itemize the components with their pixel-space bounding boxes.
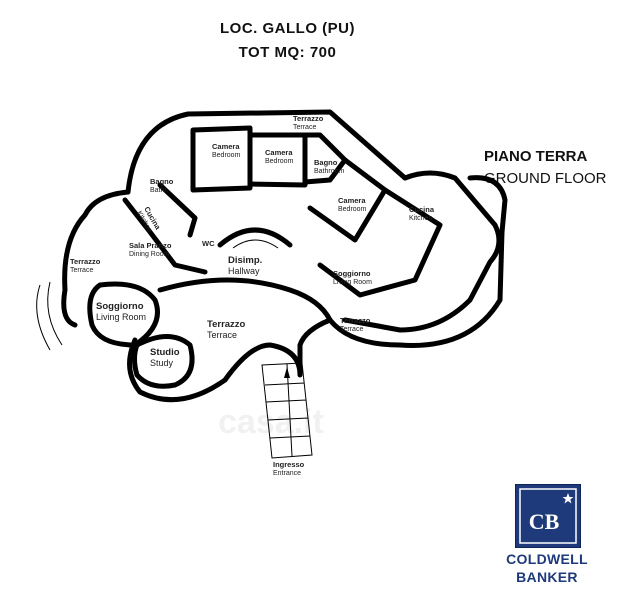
room-name-english: Bathr. — [150, 187, 169, 194]
room-name: WC — [202, 239, 215, 248]
star-icon — [562, 493, 574, 504]
total-area: TOT MQ: 700 — [238, 44, 337, 61]
room-name-english: Dining Room — [129, 251, 170, 258]
outer-wall-top — [125, 109, 408, 195]
room-name: Sala Pranzo — [129, 241, 172, 250]
entry-arrow-icon — [284, 367, 290, 378]
room-name-english: Bedroom — [212, 152, 241, 159]
room-name-english: Study — [150, 358, 174, 368]
room-name-english: Hallway — [228, 266, 260, 276]
living-room-wall — [317, 187, 443, 298]
room-name: Soggiorno — [333, 269, 371, 278]
room-name-english: Bedroom — [338, 206, 367, 213]
room-name-english: Terrace — [340, 326, 364, 333]
bedroom-block — [190, 125, 253, 193]
room-label: WC — [202, 239, 215, 248]
bedroom-3-wall — [307, 157, 388, 243]
west-wing-wall — [61, 189, 131, 328]
room-name-english: Terrace — [293, 124, 317, 131]
room-name-english: Terrace — [207, 330, 238, 340]
right-outer-wall — [467, 175, 508, 235]
room-name: Cucina — [409, 205, 435, 214]
room-name-english: Terrace — [70, 267, 94, 274]
room-name-english: Living Room — [96, 312, 147, 322]
room-name: Camera — [265, 148, 293, 157]
floor-label: PIANO TERRA GROUND FLOOR — [484, 146, 607, 190]
terrace-outer-wall — [127, 317, 333, 403]
room-name-english: Kitchen — [409, 215, 433, 222]
coldwell-banker-logo: CB — [515, 484, 581, 548]
kitchen-left-wall — [157, 182, 198, 238]
room-name-english: Entrance — [273, 470, 302, 477]
outdoor-stair — [36, 281, 63, 351]
room-name: Terrazzo — [207, 319, 246, 330]
room-name-english: Living Room — [333, 279, 372, 286]
room-name-english: Bathroom — [314, 168, 345, 175]
room-name: Bagno — [150, 177, 174, 186]
kitchen-wall — [342, 170, 502, 333]
room-name: Camera — [212, 142, 240, 151]
svg-text:CB: CB — [529, 509, 560, 534]
room-name: Terrazzo — [70, 257, 101, 266]
hallway-curve — [157, 277, 333, 323]
room-name: Studio — [150, 347, 180, 358]
location-title: LOC. GALLO (PU) — [220, 20, 355, 37]
spiral-stair-treads — [227, 230, 284, 249]
brand-line2: BANKER — [516, 569, 578, 585]
room-name: Camera — [338, 196, 366, 205]
room-label: Disimp.Hallway — [228, 256, 262, 277]
room-name: Terrazzo — [340, 316, 371, 325]
watermark: casa.it — [218, 403, 324, 441]
dining-wall — [122, 197, 208, 275]
room-name: Terrazzo — [293, 114, 324, 123]
room-name-english: Bedroom — [265, 158, 294, 165]
entrance-stairs — [261, 362, 313, 459]
floor-italian: PIANO TERRA — [484, 148, 588, 165]
room-name: Bagno — [314, 158, 338, 167]
terrace-right-wall — [327, 229, 505, 348]
room-name: Soggiorno — [96, 301, 144, 312]
study-wall — [132, 334, 195, 389]
brand-line1: COLDWELL — [506, 551, 588, 567]
cb-monogram-icon: CB — [519, 488, 577, 544]
floor-english: GROUND FLOOR — [484, 170, 607, 187]
room-name: Disimp. — [228, 255, 263, 266]
bedroom-2 — [247, 132, 308, 188]
room-name: Ingresso — [273, 460, 305, 469]
